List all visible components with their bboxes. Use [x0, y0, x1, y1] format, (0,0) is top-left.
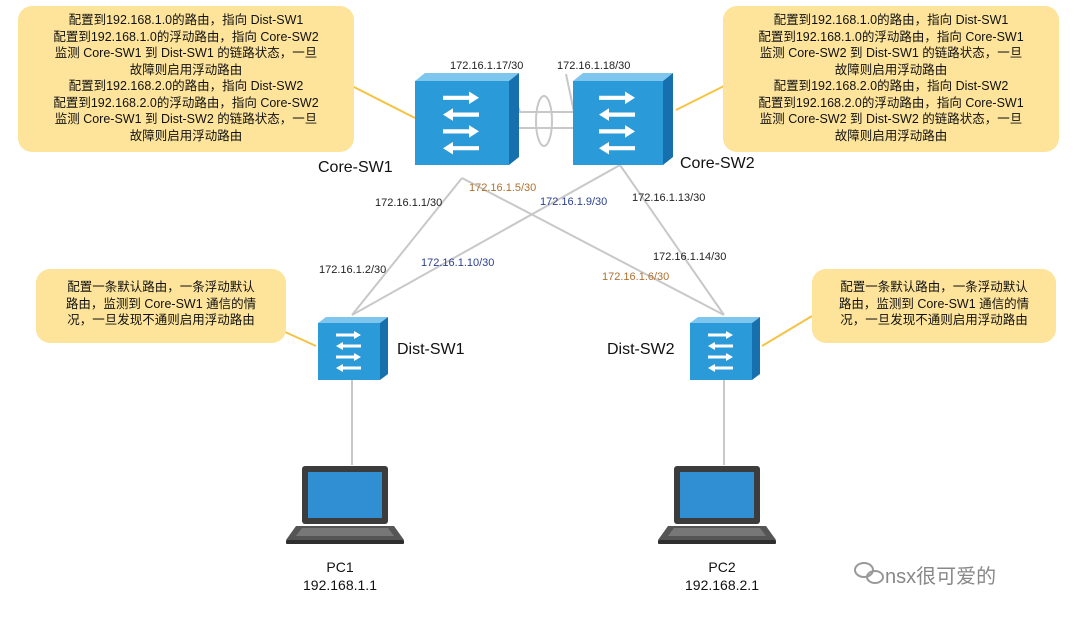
ip-dist1-core2: 172.16.1.10/30 — [421, 257, 495, 269]
note-dist-sw2: 配置一条默认路由，一条浮动默认 路由，监测到 Core-SW1 通信的情 况，一… — [812, 269, 1056, 343]
note-line: 故障则启用浮动路由 — [834, 62, 948, 77]
wechat-icon — [854, 562, 884, 584]
callout-line-core-sw2 — [675, 85, 725, 111]
note-line: 故障则启用浮动路由 — [129, 62, 243, 77]
note-line: 故障则启用浮动路由 — [129, 128, 243, 143]
ip-dist2-core1: 172.16.1.6/30 — [602, 271, 670, 283]
note-line: 故障则启用浮动路由 — [834, 128, 948, 143]
link-aggregation-ring — [535, 95, 553, 147]
device-label-dist-sw2: Dist-SW2 — [607, 341, 675, 358]
link-core2-dist1 — [351, 164, 621, 316]
pc1-name: PC1 — [326, 559, 354, 575]
pc2-label: PC2 192.168.2.1 — [662, 558, 782, 594]
link-core2-dist2 — [619, 164, 725, 316]
pc2-name: PC2 — [708, 559, 736, 575]
note-core-sw1: 配置到192.168.1.0的路由，指向 Dist-SW1 配置到192.168… — [18, 6, 354, 152]
note-line: 配置到192.168.2.0的路由，指向 Dist-SW2 — [68, 79, 304, 93]
pc1-label: PC1 192.168.1.1 — [280, 558, 400, 594]
note-line: 路由，监测到 Core-SW1 通信的情 — [838, 296, 1030, 311]
note-core-sw2: 配置到192.168.1.0的路由，指向 Dist-SW1 配置到192.168… — [723, 6, 1059, 152]
callout-line-dist-sw1 — [284, 331, 317, 347]
note-line: 配置到192.168.1.0的浮动路由，指向 Core-SW2 — [53, 29, 319, 44]
switch-icon — [690, 317, 760, 380]
pc2-ip: 192.168.2.1 — [685, 577, 759, 593]
ip-dist2-core2: 172.16.1.14/30 — [653, 251, 727, 263]
device-label-core-sw1: Core-SW1 — [318, 159, 393, 176]
ip-core2-dist2: 172.16.1.13/30 — [632, 192, 706, 204]
watermark-text: nsx很可爱的 — [885, 566, 997, 588]
note-line: 况，一旦发现不通则启用浮动路由 — [840, 313, 1028, 327]
switch-icon — [573, 73, 673, 165]
callout-line-core-sw1 — [351, 85, 416, 119]
links — [351, 73, 725, 465]
note-line: 配置到192.168.2.0的路由，指向 Dist-SW2 — [773, 79, 1009, 93]
note-line: 监测 Core-SW2 到 Dist-SW1 的链路状态，一旦 — [759, 46, 1023, 60]
note-line: 配置到192.168.1.0的浮动路由，指向 Core-SW1 — [758, 29, 1024, 44]
switch-icon — [415, 73, 519, 165]
note-line: 配置一条默认路由，一条浮动默认 — [840, 280, 1028, 294]
note-line: 配置到192.168.1.0的路由，指向 Dist-SW1 — [68, 13, 304, 27]
note-line: 路由，监测到 Core-SW1 通信的情 — [65, 296, 257, 311]
ip-dist1-core1: 172.16.1.2/30 — [319, 264, 387, 276]
ip-core1-dist1: 172.16.1.1/30 — [375, 197, 443, 209]
ip-core2-core1: 172.16.1.18/30 — [557, 60, 631, 72]
switch-icon — [318, 317, 388, 380]
note-dist-sw1: 配置一条默认路由，一条浮动默认 路由，监测到 Core-SW1 通信的情 况，一… — [36, 269, 286, 343]
device-label-dist-sw1: Dist-SW1 — [397, 341, 465, 358]
callout-line-dist-sw2 — [761, 315, 813, 347]
leader-ip-core2 — [565, 73, 575, 113]
pc1-ip: 192.168.1.1 — [303, 577, 377, 593]
ip-core1-dist2: 172.16.1.5/30 — [469, 182, 537, 194]
ip-core1-core2: 172.16.1.17/30 — [450, 60, 524, 72]
note-line: 监测 Core-SW1 到 Dist-SW2 的链路状态，一旦 — [54, 112, 318, 126]
note-line: 配置到192.168.2.0的浮动路由，指向 Core-SW2 — [53, 95, 319, 110]
note-line: 配置到192.168.1.0的路由，指向 Dist-SW1 — [773, 13, 1009, 27]
callout-lines — [284, 85, 813, 347]
link-core1-dist1 — [351, 177, 463, 316]
laptop-icon — [286, 466, 404, 544]
device-label-core-sw2: Core-SW2 — [680, 155, 755, 172]
note-line: 监测 Core-SW2 到 Dist-SW2 的链路状态，一旦 — [759, 112, 1023, 126]
link-core1-dist2 — [461, 177, 725, 316]
note-line: 配置到192.168.2.0的浮动路由，指向 Core-SW1 — [758, 95, 1024, 110]
note-line: 监测 Core-SW1 到 Dist-SW1 的链路状态，一旦 — [54, 46, 318, 60]
note-line: 况，一旦发现不通则启用浮动路由 — [67, 313, 255, 327]
note-line: 配置一条默认路由，一条浮动默认 — [67, 280, 255, 294]
ip-core2-dist1: 172.16.1.9/30 — [540, 196, 608, 208]
laptop-icon — [658, 466, 776, 544]
